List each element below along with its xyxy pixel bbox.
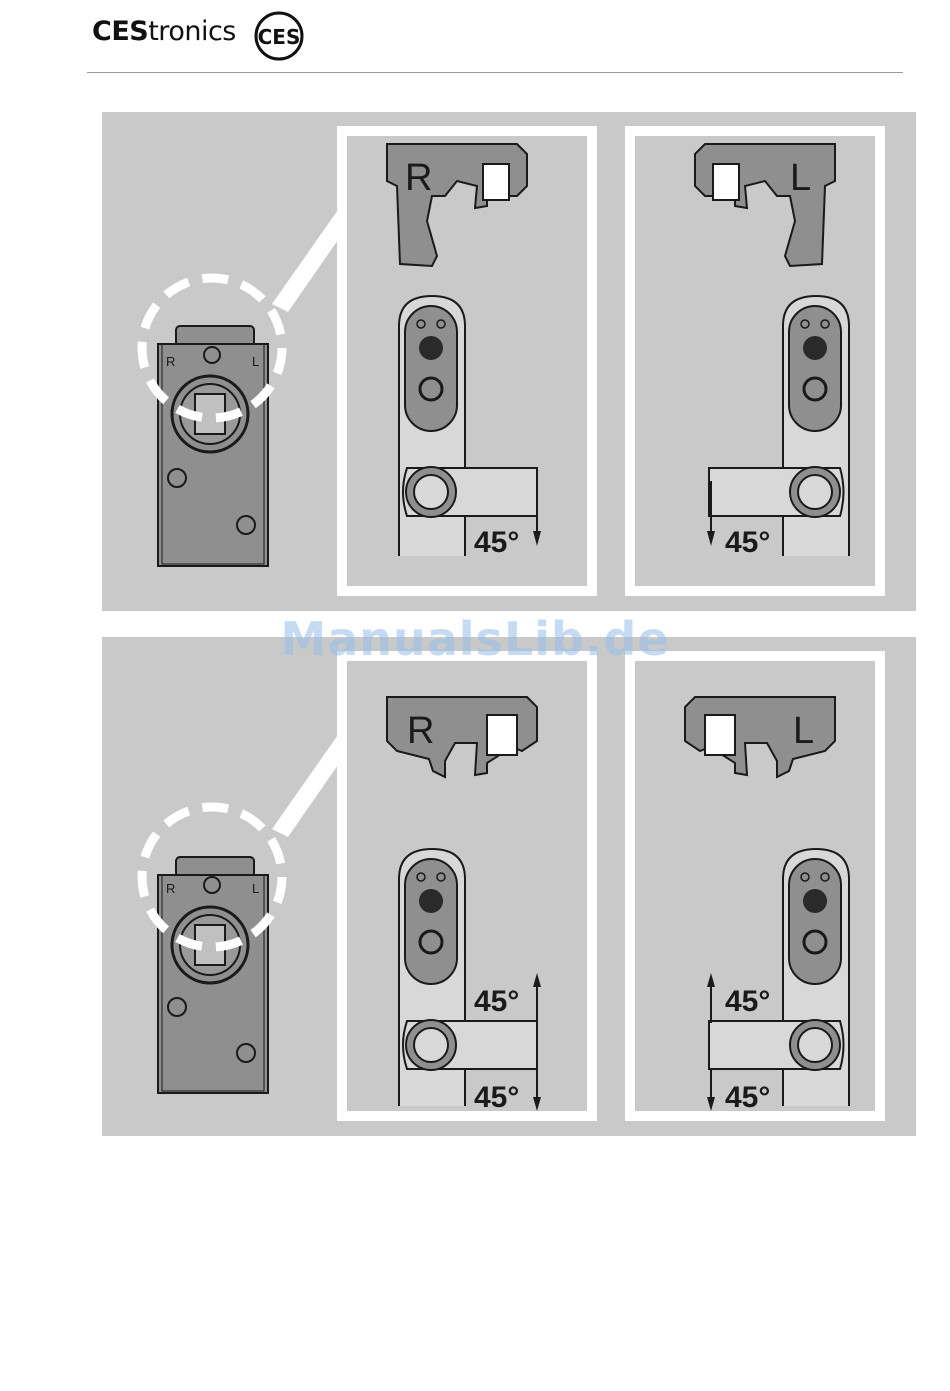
side-label-r: R: [407, 710, 434, 752]
angle-label-up: 45°: [474, 985, 519, 1018]
angle-label: 45°: [725, 526, 770, 559]
side-label-l: L: [790, 157, 811, 199]
figure-panel-2: R L R 45° 45°: [102, 637, 916, 1136]
angle-label-up: 45°: [725, 985, 770, 1018]
side-label-r: R: [405, 157, 432, 199]
cylinder-label-r: R: [166, 881, 175, 896]
header-rule: [87, 72, 903, 73]
angle-label: 45°: [474, 526, 519, 559]
side-label-l: L: [793, 710, 814, 752]
ces-logo: CES: [252, 10, 306, 62]
left-hand-view-1: L 45°: [625, 126, 885, 596]
angle-label-down: 45°: [474, 1081, 519, 1114]
left-hand-view-2: L 45° 45°: [625, 651, 885, 1121]
svg-text:CES: CES: [258, 25, 301, 49]
watermark: ManualsLib.de: [0, 612, 950, 666]
figure-panel-1: R L R 45° L: [102, 112, 916, 611]
cylinder-label-l: L: [252, 881, 259, 896]
page-header: CEStronics CES: [0, 0, 950, 80]
cylinder-label-l: L: [252, 354, 259, 369]
right-hand-view-2: R 45° 45°: [337, 651, 597, 1121]
brand-name: CEStronics: [92, 16, 236, 47]
cylinder-label-r: R: [166, 354, 175, 369]
right-hand-view-1: R 45°: [337, 126, 597, 596]
angle-label-down: 45°: [725, 1081, 770, 1114]
